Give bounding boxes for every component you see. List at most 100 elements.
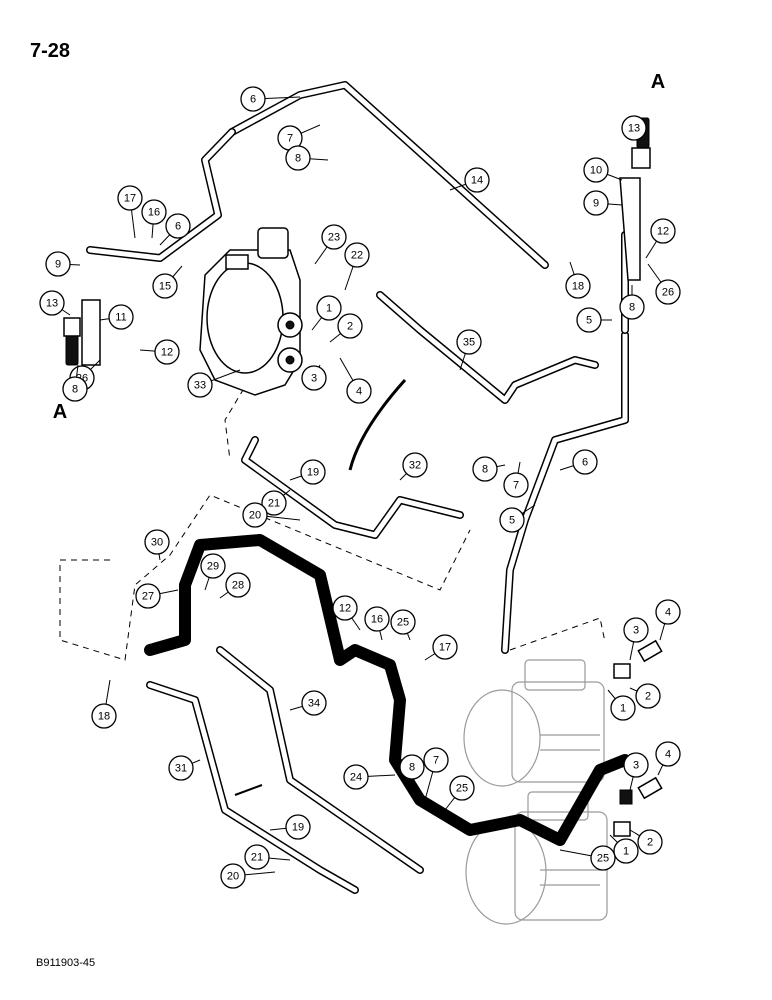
callout-number: 4 [356,386,362,398]
callout-number: 7 [433,755,439,767]
callout-2: 2 [329,313,363,343]
callout-number: 33 [194,380,206,392]
callout-circle [344,242,370,268]
callout-circle [590,845,616,871]
callout-circle [165,213,191,239]
section-label-top: A [651,71,665,93]
callout-circle [154,339,180,365]
callout-32: 32 [399,452,428,481]
callout-circle [332,595,358,621]
callout-number: 16 [371,614,383,626]
callout-4: 4 [339,357,372,404]
callout-circle [583,157,609,183]
callout-circle [576,307,602,333]
callout-28: 28 [219,572,251,599]
dashed-guide-right [509,617,606,651]
callout-number: 6 [175,221,181,233]
callout-number: 4 [665,749,671,761]
callout-1: 1 [607,689,636,721]
callout-number: 3 [633,760,639,772]
callout-circle [621,115,647,141]
callout-number: 1 [326,303,332,315]
callout-circle [655,599,681,625]
callout-number: 13 [628,123,640,135]
callout-6: 6 [559,449,598,475]
callout-9: 9 [583,190,623,216]
callout-circle [244,844,270,870]
callout-21: 21 [261,489,291,516]
callout-number: 27 [142,591,154,603]
callout-29: 29 [200,553,226,591]
tube-5 [501,231,629,654]
tube-32 [241,436,464,539]
callout-circle [144,529,170,555]
callout-number: 13 [46,298,58,310]
callout-number: 20 [227,871,239,883]
callout-number: 25 [397,617,409,629]
callout-16: 16 [364,606,390,641]
callout-7: 7 [277,124,321,151]
callout-8: 8 [285,145,329,171]
callout-7: 7 [503,461,529,498]
callout-18: 18 [565,261,591,299]
callout-circle [623,752,649,778]
callout-9: 9 [45,251,81,277]
callout-circle [613,838,639,864]
callout-number: 4 [665,607,671,619]
callout-22: 22 [344,242,370,291]
callout-11: 11 [99,304,134,330]
callout-circle [117,185,143,211]
callout-19: 19 [269,814,311,840]
callout-circle [650,218,676,244]
callout-circle [655,741,681,767]
callout-number: 11 [115,312,126,324]
callout-circle [301,690,327,716]
callout-12: 12 [139,339,180,365]
callout-number: 7 [287,133,293,145]
callout-number: 9 [593,198,599,210]
callout-number: 17 [124,193,136,205]
callout-24: 24 [343,764,396,790]
callout-18: 18 [91,679,117,729]
callout-number: 29 [207,561,219,573]
callout-circle [346,378,372,404]
callout-circle [301,365,327,391]
callout-number: 25 [597,853,609,865]
callout-4: 4 [655,741,681,776]
callout-number: 18 [572,281,584,293]
callout-circle [225,572,251,598]
callout-number: 6 [582,457,588,469]
callout-5: 5 [499,504,536,533]
callout-circle [45,251,71,277]
callout-number: 12 [339,603,351,615]
callout-number: 12 [657,226,669,238]
callout-circle [135,583,161,609]
callout-8: 8 [399,754,425,790]
callout-number: 21 [251,852,263,864]
callout-circle [619,294,645,320]
tube-31 [146,681,359,894]
callout-circle [300,459,326,485]
hose-24 [144,534,631,846]
callout-circle [337,313,363,339]
callout-6: 6 [159,213,191,246]
callout-number: 6 [250,94,256,106]
callout-circle [655,279,681,305]
callout-circle [572,449,598,475]
separator-curve [348,378,407,471]
callout-circle [390,609,416,635]
callout-35: 35 [456,329,482,371]
callout-26: 26 [647,263,681,305]
callout-number: 16 [148,207,160,219]
callout-circle [402,452,428,478]
callout-circle [499,507,525,533]
callout-circle [168,755,194,781]
callout-number: 26 [662,287,674,299]
callout-3: 3 [623,617,649,661]
dashed-guide-upper [224,369,256,461]
bracket-11 [81,299,101,366]
callout-number: 10 [590,165,602,177]
callout-circle [220,863,246,889]
callout-circle [242,502,268,528]
